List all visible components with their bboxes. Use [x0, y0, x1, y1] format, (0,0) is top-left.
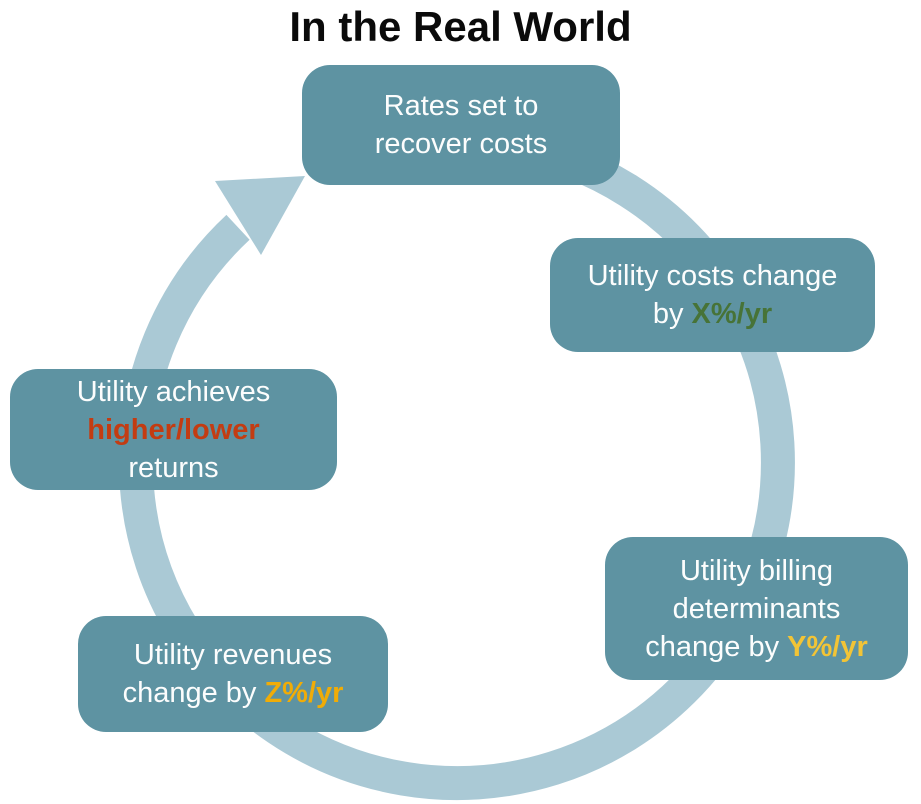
- node-text: by: [652, 298, 692, 330]
- node-text: Utility billing: [679, 554, 834, 587]
- node-text: change by: [645, 630, 788, 663]
- node-text-line: determinants: [673, 590, 841, 628]
- node-text-line: Utility achieves: [77, 373, 270, 411]
- variable-y-percent-per-year: Y%/yr: [787, 630, 868, 663]
- node-text: recover costs: [374, 128, 548, 160]
- node-utility-costs-change: Utility costs change by X%/yr: [550, 238, 875, 352]
- node-text: Rates set to: [383, 90, 539, 122]
- node-text: Utility revenues: [133, 639, 333, 671]
- node-utility-revenues-change: Utility revenues change by Z%/yr: [78, 616, 388, 732]
- node-rates-set-to-recover-costs: Rates set to recover costs: [302, 65, 620, 185]
- node-text-line: by X%/yr: [653, 295, 772, 333]
- node-text-line: Utility revenues: [134, 636, 332, 674]
- higher-lower-emphasis: higher/lower: [87, 413, 260, 446]
- node-text: Utility achieves: [76, 375, 271, 408]
- variable-z-percent-per-year: Z%/yr: [264, 677, 344, 709]
- diagram-title: In the Real World: [289, 3, 632, 50]
- variable-x-percent-per-year: X%/yr: [691, 298, 773, 330]
- node-text-line: recover costs: [375, 125, 547, 163]
- cycle-arrowhead-icon: [215, 176, 305, 255]
- node-text: returns: [128, 451, 219, 484]
- node-text-line: higher/lower: [87, 411, 259, 449]
- node-text-line: Rates set to: [384, 87, 539, 125]
- node-text-line: Utility billing: [680, 552, 833, 590]
- node-text-line: returns: [128, 449, 218, 487]
- node-text: Utility costs change: [587, 260, 838, 292]
- node-text-line: change by Z%/yr: [123, 674, 344, 712]
- node-utility-billing-determinants-change: Utility billing determinants change by Y…: [605, 537, 908, 680]
- node-text: change by: [122, 677, 265, 709]
- node-text-line: Utility costs change: [588, 257, 838, 295]
- node-text: determinants: [672, 592, 841, 625]
- node-text-line: change by Y%/yr: [645, 628, 868, 666]
- node-utility-achieves-returns: Utility achieves higher/lower returns: [10, 369, 337, 490]
